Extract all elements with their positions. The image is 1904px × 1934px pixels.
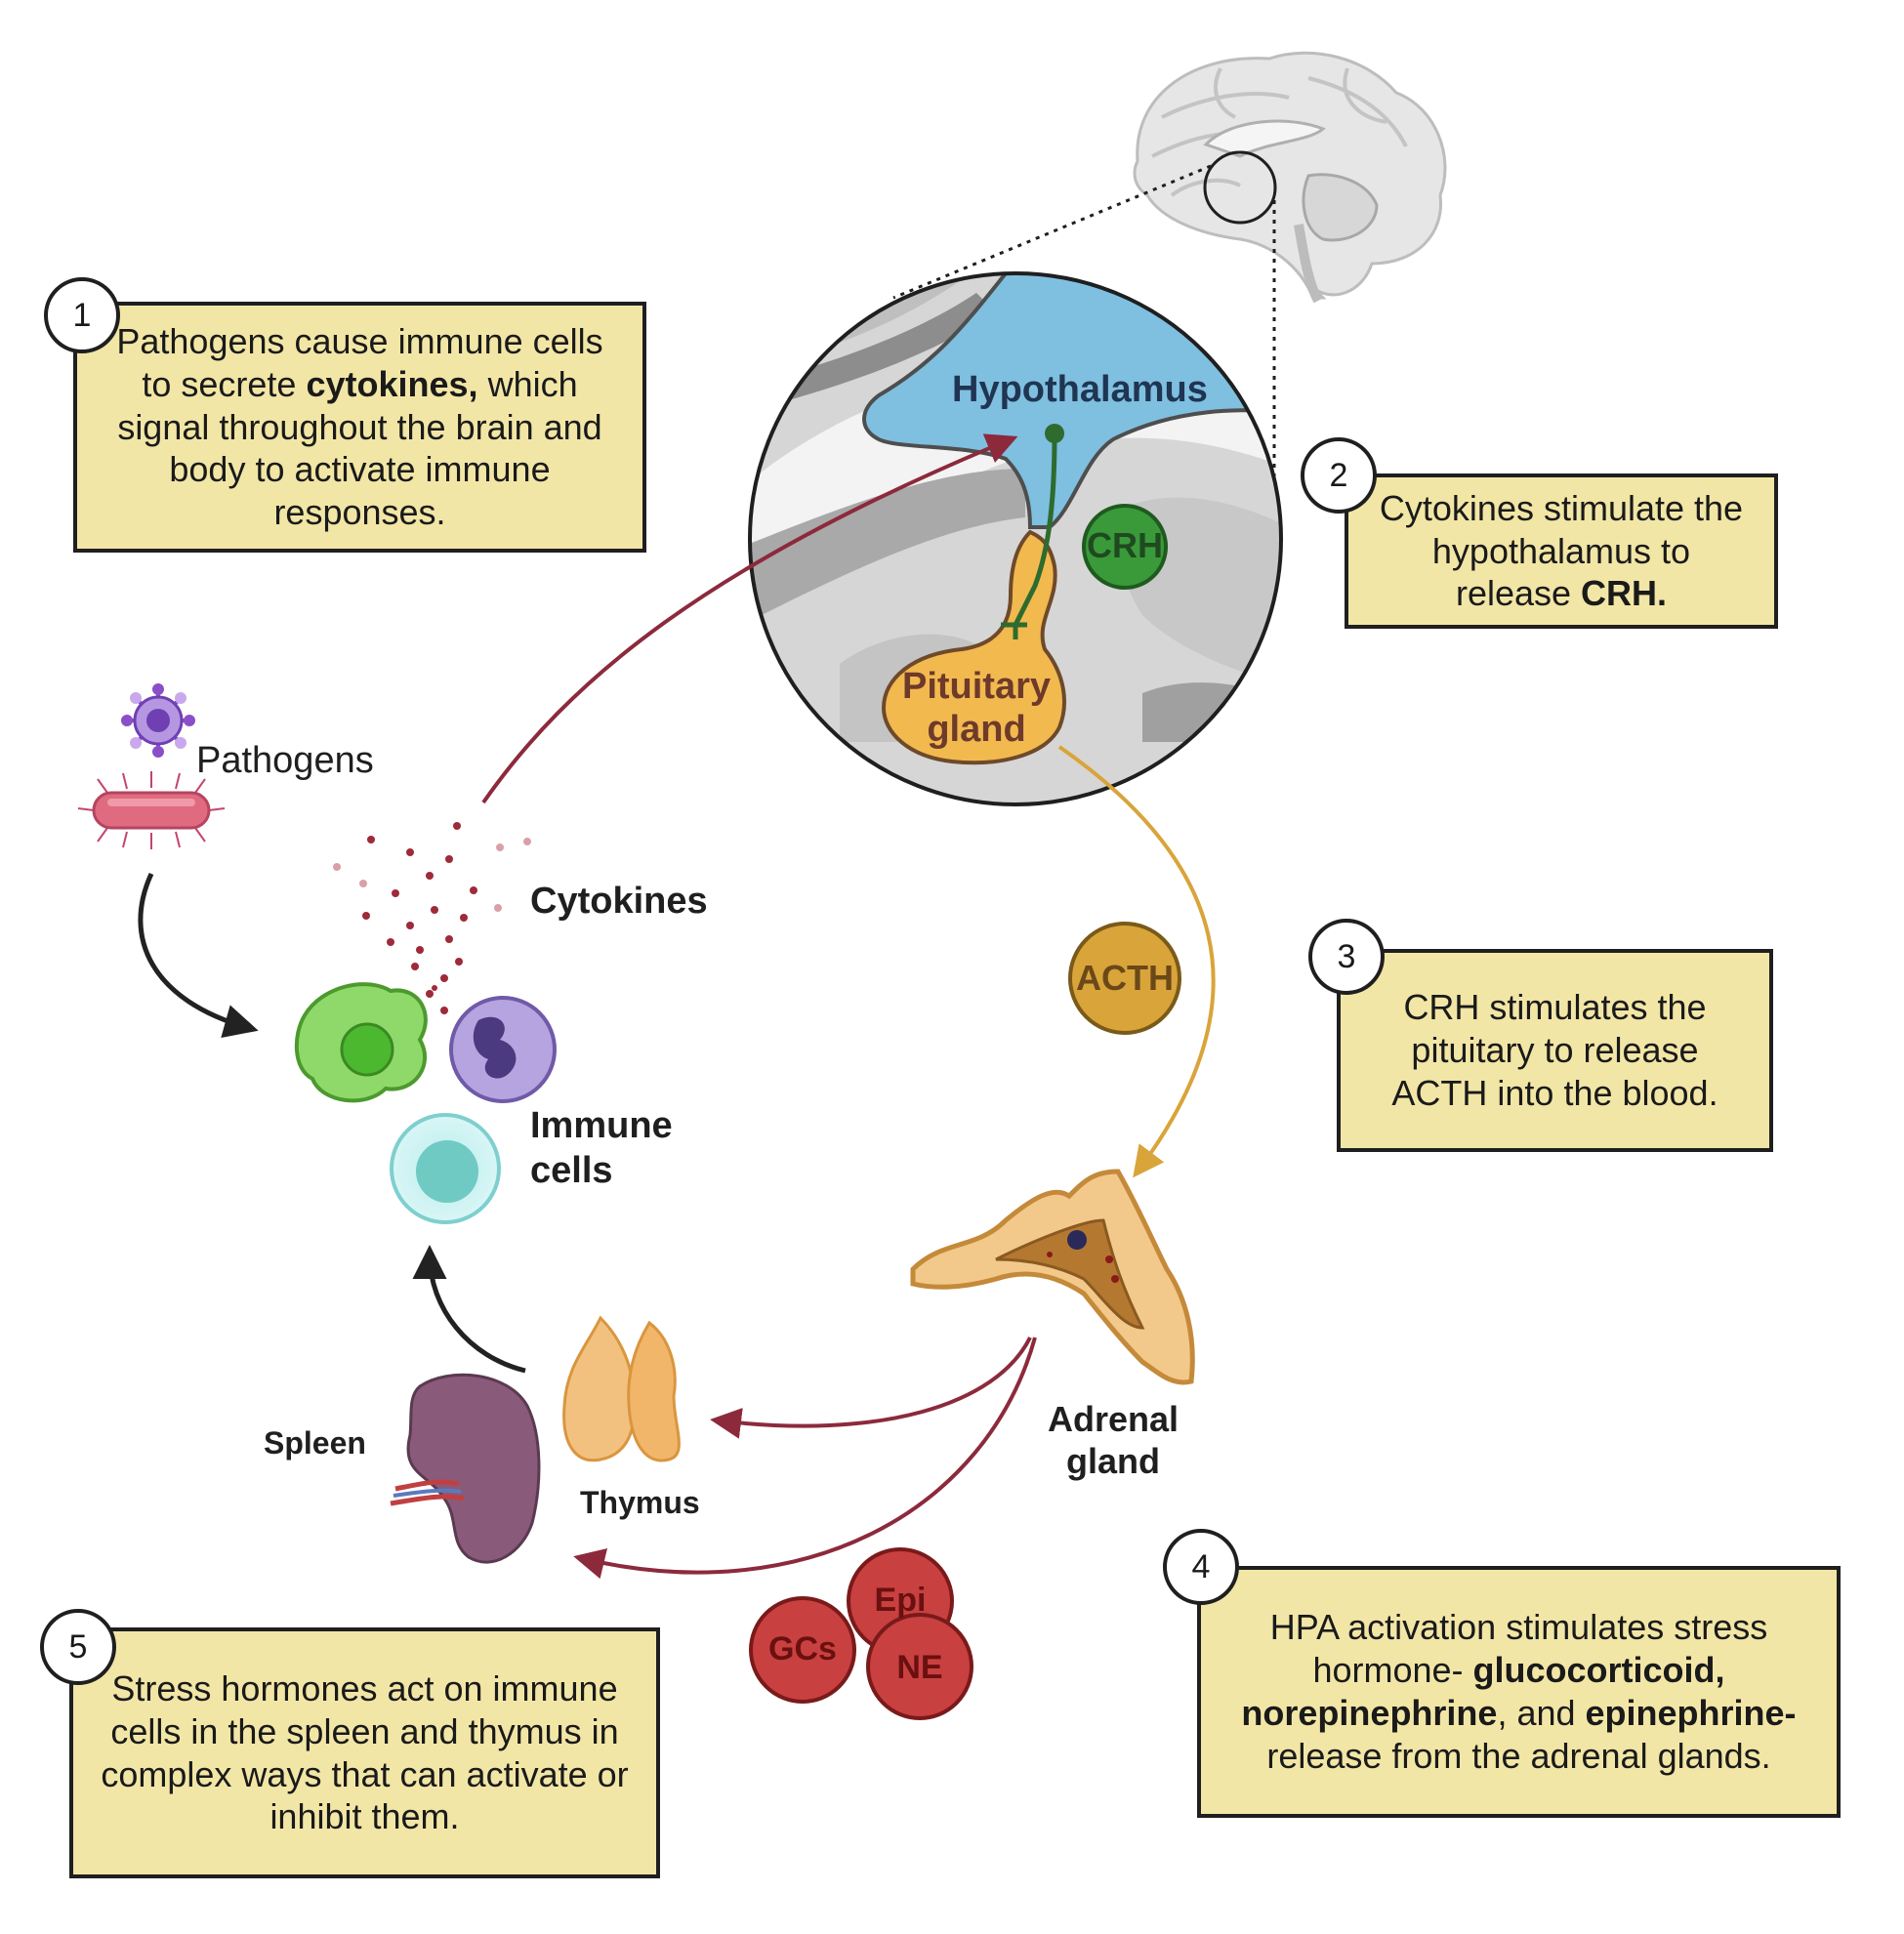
- adrenal-to-thymus-arrow: [710, 1337, 1032, 1439]
- step-4-text-bold-epinephrine: epinephrine-: [1585, 1693, 1797, 1733]
- step-1-text-post: which signal throughout the brain and bo…: [117, 363, 602, 533]
- epi-label: Epi: [874, 1582, 927, 1619]
- cytokine-to-hypothalamus-arrow: [481, 433, 1018, 804]
- acth-label: ACTH: [1076, 958, 1174, 998]
- step-4-text-pre: HPA activation stimulates stress hormone…: [1269, 1607, 1768, 1691]
- step-4-text-post: release from the adrenal glands.: [1266, 1735, 1771, 1776]
- hypothalamus-label: Hypothalamus: [952, 369, 1208, 410]
- step-1-badge: 1: [44, 277, 120, 353]
- thymus-label: Thymus: [580, 1485, 700, 1520]
- pituitary-label: Pituitary gland: [901, 666, 1052, 750]
- gcs-label: GCs: [768, 1630, 837, 1667]
- adrenal-gland-label: Adrenal gland: [1047, 1399, 1180, 1482]
- adrenal-gland-icon: [910, 1169, 1195, 1385]
- immune-cells-icon: [294, 982, 557, 1224]
- step-2-text-bold: CRH.: [1581, 573, 1668, 614]
- spleen-to-immune-arrow: [412, 1245, 526, 1374]
- step-1-number: 1: [72, 296, 92, 334]
- step-2-box: Cytokines stimulate the hypothalamus to …: [1345, 473, 1778, 629]
- ne-label: NE: [896, 1649, 943, 1686]
- step-2-number: 2: [1329, 456, 1348, 494]
- step-2-text-pre: Cytokines stimulate the hypothalamus to …: [1379, 487, 1744, 614]
- step-4-text-bold-norepinephrine: norepinephrine: [1241, 1693, 1498, 1733]
- crh-bubble: [1082, 504, 1168, 590]
- thymus-icon: [562, 1315, 681, 1462]
- step-4-number: 4: [1191, 1547, 1211, 1585]
- step-2-badge: 2: [1301, 437, 1377, 514]
- spleen-icon: [390, 1373, 541, 1564]
- step-1-text-bold: cytokines,: [306, 363, 478, 404]
- cytokine-dots: [333, 822, 531, 1014]
- step-3-number: 3: [1337, 937, 1356, 975]
- step-4-text-bold-glucocorticoid: glucocorticoid,: [1472, 1650, 1725, 1691]
- pathogens-label: Pathogens: [196, 740, 374, 781]
- step-5-number: 5: [68, 1627, 88, 1666]
- zoom-connector-lines: [892, 164, 1276, 537]
- brain-icon: [1133, 51, 1447, 304]
- immune-cells-label: Immune cells: [530, 1105, 673, 1192]
- crh-label: CRH: [1087, 525, 1163, 565]
- bacterium-icon: [77, 771, 226, 849]
- step-4-box: HPA activation stimulates stress hormone…: [1197, 1566, 1841, 1818]
- step-1-box: Pathogens cause immune cells to secrete …: [73, 302, 646, 553]
- step-3-badge: 3: [1308, 919, 1385, 995]
- hormone-bubbles: [749, 1547, 973, 1720]
- adrenal-to-spleen-arrow: [573, 1337, 1037, 1580]
- pituitary-to-adrenal-arrow: [1057, 745, 1216, 1178]
- step-5-badge: 5: [40, 1609, 116, 1685]
- virus-icon: [121, 683, 195, 758]
- step-4-badge: 4: [1163, 1529, 1239, 1605]
- cytokines-label: Cytokines: [530, 881, 708, 922]
- step-4-text-mid-2: , and: [1497, 1693, 1586, 1733]
- step-3-box: CRH stimulates the pituitary to release …: [1337, 949, 1773, 1152]
- step-1-text-pre: Pathogens cause immune cells to secrete: [116, 320, 603, 404]
- step-5-box: Stress hormones act on immune cells in t…: [69, 1627, 660, 1878]
- spleen-label: Spleen: [264, 1425, 366, 1461]
- step-3-text: CRH stimulates the pituitary to release …: [1391, 987, 1718, 1113]
- pathogens-to-immune-arrow: [138, 872, 259, 1039]
- acth-bubble: [1068, 922, 1181, 1035]
- step-5-text: Stress hormones act on immune cells in t…: [101, 1667, 629, 1837]
